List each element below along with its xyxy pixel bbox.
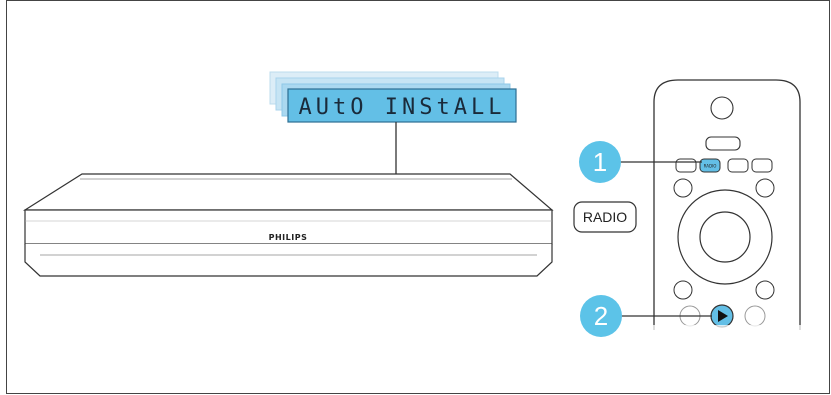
step-2-badge: 2 — [580, 295, 622, 337]
blu-ray-player: PHILIPS — [22, 173, 554, 277]
remote-ok-button[interactable] — [699, 211, 751, 263]
remote-left-lower-button[interactable] — [673, 280, 693, 300]
play-icon — [718, 310, 728, 322]
remote-left-upper-button[interactable] — [673, 178, 693, 198]
player-base — [24, 244, 553, 277]
radio-key: RADIO — [573, 201, 637, 233]
remote-fade — [650, 325, 805, 340]
lcd-display — [287, 88, 517, 123]
remote-function-button-1[interactable] — [675, 158, 697, 173]
radio-key-box — [573, 201, 637, 233]
remote-top-button[interactable] — [705, 136, 741, 151]
remote-radio-button[interactable] — [699, 158, 721, 173]
remote-function-button-4[interactable] — [751, 158, 773, 173]
display-stack: AUtO INStALL — [269, 71, 517, 123]
radio-key-label: RADIO — [583, 209, 627, 225]
step-2-circle — [580, 295, 622, 337]
step-1-badge: 1 — [579, 141, 621, 183]
remote-function-button-3[interactable] — [727, 158, 749, 173]
remote-control: RADIO — [650, 79, 805, 340]
lcd-display-text: AUtO INStALL — [299, 95, 506, 120]
step-2-number: 2 — [594, 301, 608, 331]
remote-radio-button-label: RADIO — [704, 164, 717, 169]
player-brand-logo: PHILIPS — [269, 233, 308, 242]
step-1-number: 1 — [593, 147, 607, 177]
remote-power-button[interactable] — [710, 96, 734, 120]
remote-right-upper-button[interactable] — [755, 178, 775, 198]
remote-right-lower-button[interactable] — [755, 280, 775, 300]
step-1-circle — [579, 141, 621, 183]
remote-next-button[interactable] — [744, 305, 766, 327]
